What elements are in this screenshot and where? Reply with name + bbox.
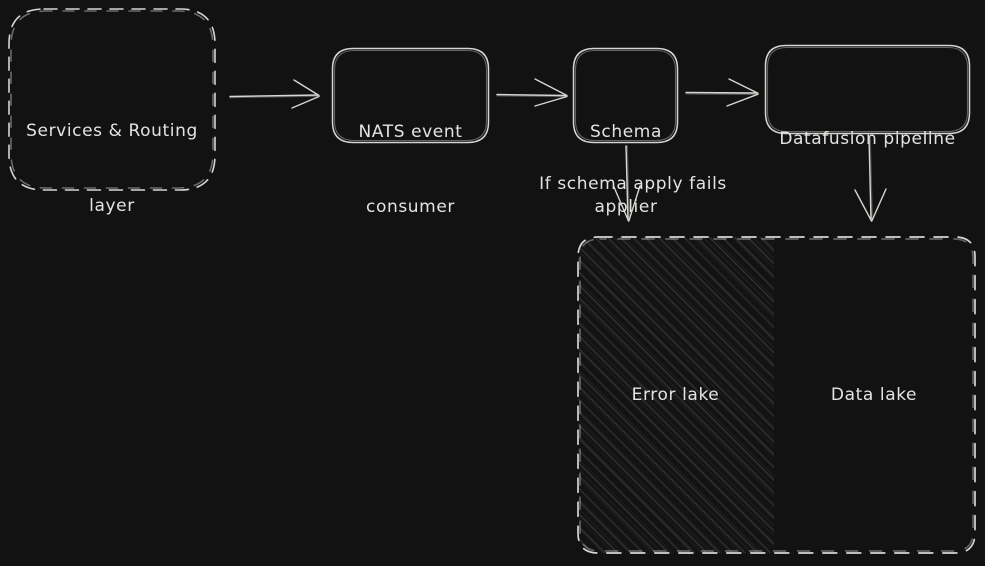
node-nats-event-consumer[interactable] (332, 48, 489, 143)
node-schema-applier-outline (572, 47, 679, 144)
node-datafusion-pipeline[interactable] (765, 45, 970, 134)
edge-label-if-schema-apply-fails: If schema apply fails (539, 174, 727, 194)
edge-services-to-nats (229, 79, 320, 109)
edge-schema-to-datafusion (685, 78, 759, 107)
region-data-lake[interactable] (773, 237, 975, 553)
node-services-routing-layer-outline (8, 8, 216, 191)
node-datafusion-pipeline-outline (764, 44, 971, 135)
node-nats-event-consumer-outline (331, 47, 490, 144)
node-schema-applier[interactable] (574, 48, 678, 143)
edge-datafusion-to-data-lake (854, 136, 887, 222)
edge-schema-to-error-lake (613, 145, 641, 222)
node-services-routing-layer[interactable] (8, 8, 216, 191)
node-lake-container-outline (577, 236, 976, 554)
edge-nats-to-schema (496, 78, 568, 107)
error-lake-hatch-fill (578, 237, 774, 553)
region-error-lake[interactable] (578, 237, 773, 553)
